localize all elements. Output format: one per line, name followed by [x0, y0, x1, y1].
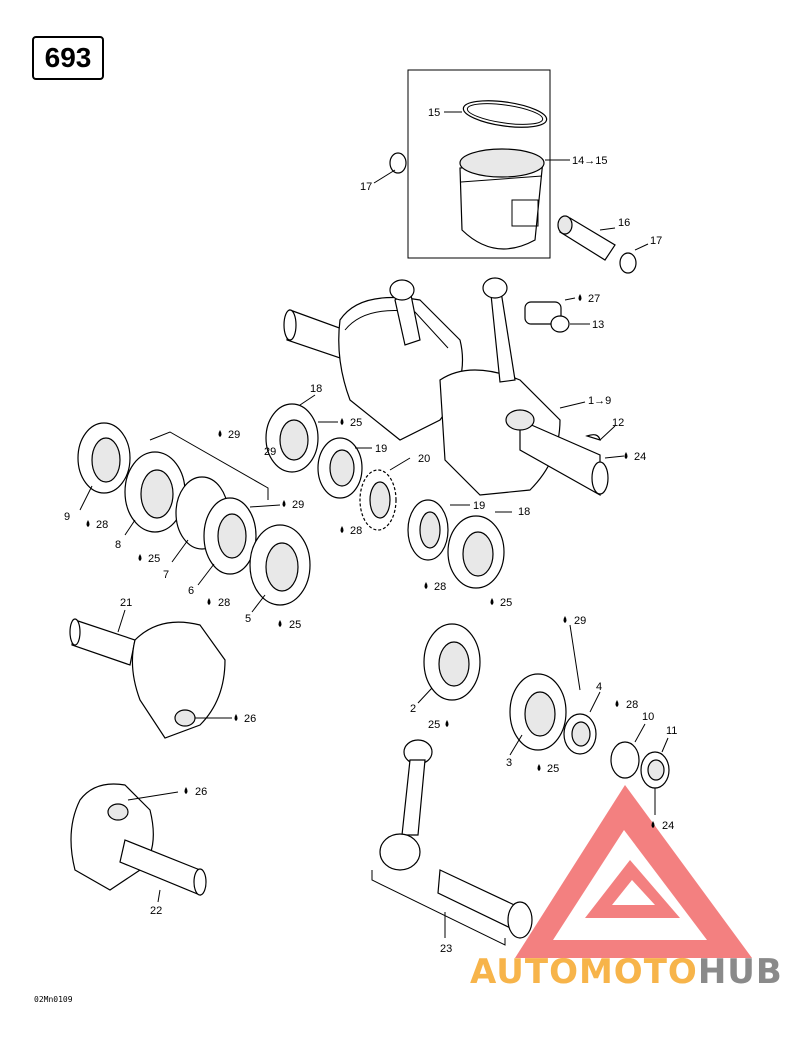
- drop-icon: [578, 294, 582, 301]
- needle-bearing: [524, 301, 562, 325]
- drop-icon: [563, 616, 567, 623]
- drawing-code: 02Mn0109: [34, 995, 73, 1004]
- drop-icon: [340, 418, 344, 425]
- crankshaft-assembly: [283, 277, 609, 497]
- callout: 1→9: [588, 395, 611, 407]
- drop-icon: [278, 620, 282, 627]
- ball-bearing: [265, 403, 319, 473]
- connecting-rod-eye: [389, 279, 415, 301]
- callout: 28: [434, 581, 446, 593]
- callout: 26: [244, 713, 256, 725]
- drop-icon: [537, 764, 541, 771]
- callout: 25: [500, 597, 512, 609]
- piston: [459, 148, 545, 250]
- circlip: [619, 252, 637, 274]
- callout: 16: [618, 217, 630, 229]
- leader-lines: [79, 111, 669, 938]
- lubricant-drop-icons: [86, 294, 655, 828]
- thrust-washer: [550, 315, 570, 333]
- callout: 8: [115, 539, 121, 551]
- drop-icon: [184, 787, 188, 794]
- callout: 5: [245, 613, 251, 625]
- callout: 19: [375, 443, 387, 455]
- drop-icon: [138, 554, 142, 561]
- drop-icon: [218, 430, 222, 437]
- callout: 28: [626, 699, 638, 711]
- callout: 18: [518, 506, 530, 518]
- drive-gear: [359, 469, 397, 531]
- callout: 29: [228, 429, 240, 441]
- callout: 21: [120, 597, 132, 609]
- page-number-box: 693: [32, 36, 104, 80]
- drop-icon: [207, 598, 211, 605]
- callout: 28: [350, 525, 362, 537]
- callout: 12: [612, 417, 624, 429]
- callout: 26: [195, 786, 207, 798]
- drop-icon: [282, 500, 286, 507]
- drop-icon: [424, 582, 428, 589]
- drop-icon: [445, 720, 449, 727]
- callout: 25: [350, 417, 362, 429]
- callout: 13: [592, 319, 604, 331]
- callout: 28: [218, 597, 230, 609]
- callout: 22: [150, 905, 162, 917]
- washer: [610, 741, 640, 779]
- watermark-text-part1: AUTOMOTO: [470, 952, 698, 992]
- drop-icon: [490, 598, 494, 605]
- callout: 4: [596, 681, 602, 693]
- drop-icon: [86, 520, 90, 527]
- callout: 23: [440, 943, 452, 955]
- callout: 7: [163, 569, 169, 581]
- piston-pin: [557, 215, 616, 261]
- crank-half-left: [69, 618, 226, 739]
- drop-icon: [340, 526, 344, 533]
- crank-half-right: [70, 783, 207, 896]
- callout: 9: [64, 511, 70, 523]
- drop-icon: [615, 700, 619, 707]
- callout: 24: [634, 451, 646, 463]
- callout: 10: [642, 711, 654, 723]
- callout: 2: [410, 703, 416, 715]
- callout: 25: [547, 763, 559, 775]
- watermark-text: AUTOMOTOHUB: [470, 952, 783, 992]
- callout: 29: [292, 499, 304, 511]
- piston-group-frame: [407, 69, 551, 259]
- callout: 3: [506, 757, 512, 769]
- woodruff-key: [585, 434, 601, 441]
- callout: 25: [148, 553, 160, 565]
- callout: 25: [428, 719, 440, 731]
- callout: 11: [666, 725, 677, 737]
- circlip: [389, 152, 407, 174]
- drop-icon: [651, 821, 655, 828]
- callout: 24: [662, 820, 674, 832]
- callout: 29: [264, 446, 276, 458]
- callout: 6: [188, 585, 194, 597]
- callout: 17: [650, 235, 662, 247]
- callout: 19: [473, 500, 485, 512]
- watermark-text-part2: HUB: [697, 952, 783, 992]
- callout: 25: [289, 619, 301, 631]
- callout: 28: [96, 519, 108, 531]
- drop-icon: [234, 714, 238, 721]
- piston-ring: [462, 100, 548, 128]
- callout: 20: [418, 453, 430, 465]
- callout-labels: 15 14→15 17 16 17 27 13 1→9 12 24 18 25 …: [64, 107, 677, 955]
- connecting-rod: [371, 739, 533, 946]
- watermark-logo: [515, 785, 752, 958]
- callout: 29: [574, 615, 586, 627]
- callout: 15: [428, 107, 440, 119]
- callout: 17: [360, 181, 372, 193]
- callout: 18: [310, 383, 322, 395]
- drop-icon: [624, 452, 628, 459]
- callout: 14→15: [572, 155, 607, 167]
- callout: 27: [588, 293, 600, 305]
